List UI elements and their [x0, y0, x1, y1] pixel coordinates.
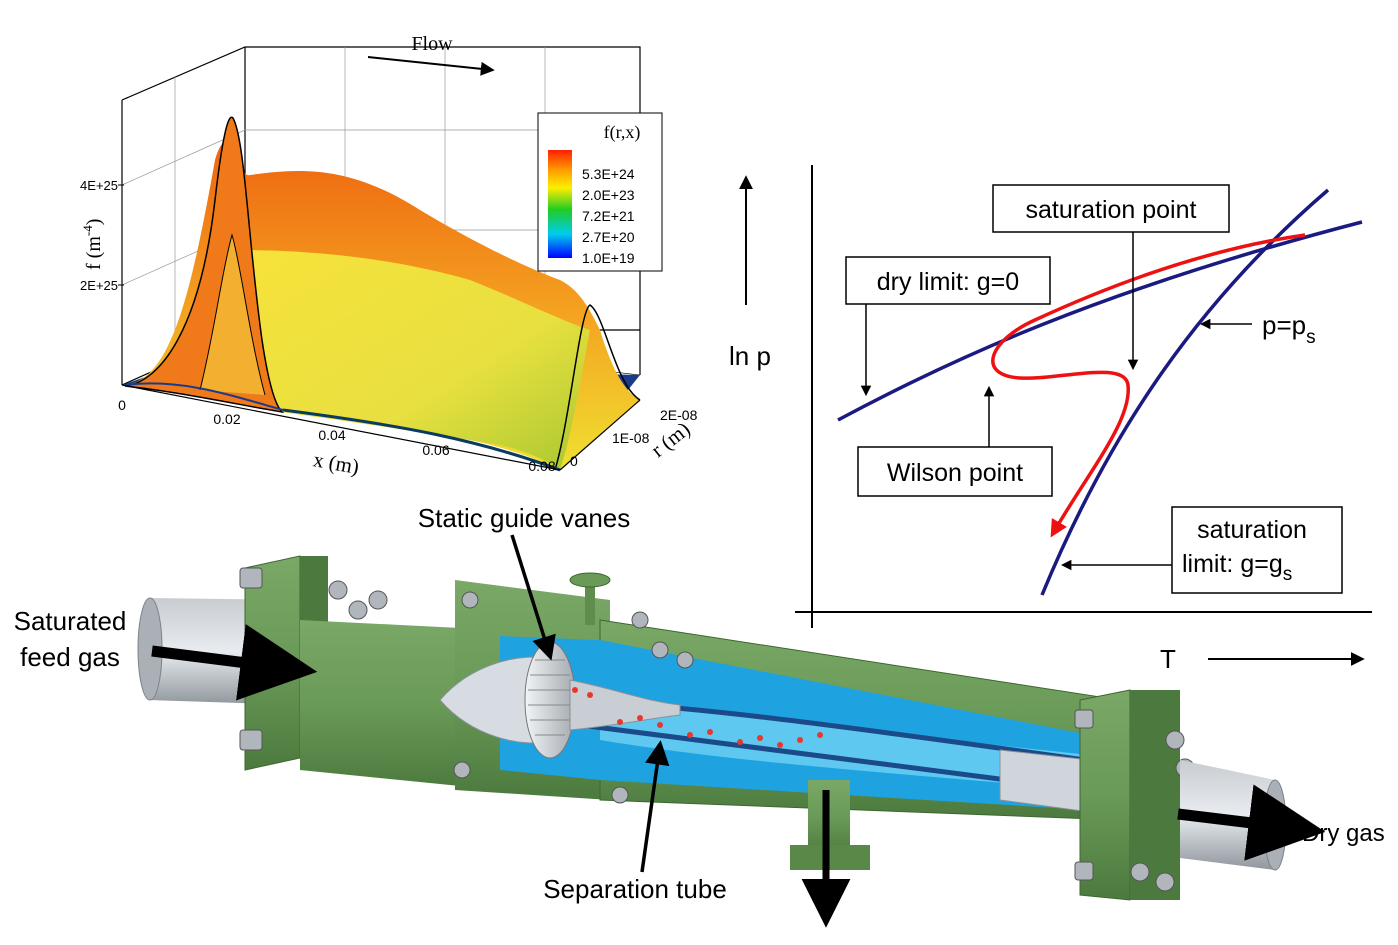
z-tick-2e25: 2E+25: [80, 278, 118, 293]
surface-right-edge: [554, 304, 641, 471]
dry-limit-label: dry limit: g=0: [877, 268, 1019, 296]
wilson-point-label: Wilson point: [887, 459, 1023, 487]
legend-title: f(r,x): [604, 122, 641, 143]
static-guide-vanes-label: Static guide vanes: [418, 503, 630, 533]
surface-legend: f(r,x) 5.3E+24 2.0E+23 7.2E+21 2.7E+20 1…: [537, 112, 663, 272]
wilson-point-box: [857, 446, 1053, 497]
feed-gas-label-line2: feed gas: [20, 642, 120, 672]
drain-flange: [790, 845, 870, 870]
x-tick-0: 0: [118, 397, 126, 413]
surface-plot: Flow 4E+25 2E+25 f (m-4) 0 0.02 0.04 0.0…: [80, 33, 698, 479]
dry-limit-box: [845, 256, 1051, 305]
surface-base-edge: [124, 382, 284, 411]
legend-value-2: 2.0E+23: [582, 187, 635, 203]
guide-vanes-wheel: [524, 641, 576, 759]
feed-gas-label-line1: Saturated: [14, 606, 127, 636]
cutaway-light-band: [600, 700, 1090, 790]
z-tick-4e25: 4E+25: [80, 178, 118, 193]
surface-front-edge: [282, 408, 561, 472]
inlet-bolts: [239, 567, 388, 758]
saturation-limit-line2: limit: g=gs: [1182, 550, 1292, 585]
static-guide-vanes-arrow: [510, 534, 556, 661]
legend-value-5: 1.0E+19: [582, 250, 635, 266]
r-tick-1e08: 1E-08: [612, 430, 650, 446]
r-tick-0: 0: [570, 453, 578, 469]
inlet-arrow: [151, 624, 318, 701]
legend-value-1: 5.3E+24: [582, 166, 635, 182]
saturation-curve: [1040, 188, 1330, 596]
flow-arrow: [367, 56, 495, 76]
separation-tube-label: Separation tube: [543, 874, 727, 904]
saturation-limit-line1: saturation: [1197, 516, 1307, 544]
pressure-gauge: [569, 572, 611, 625]
outlet-arrow: [1177, 784, 1326, 861]
separation-tube-arrow: [640, 740, 670, 873]
separation-tube-wall-lower: [579, 722, 1086, 793]
x-axis-label: x (m): [311, 447, 361, 479]
saturation-limit-box: [1171, 506, 1343, 594]
surface-peak-inner: [199, 233, 266, 396]
x-tick-008: 0.08: [528, 458, 555, 474]
separator-illustration: Static guide vanes Saturated feed gas Se…: [14, 503, 1385, 928]
saturation-point-label: saturation point: [1026, 196, 1197, 224]
r-tick-2e08: 2E-08: [660, 407, 698, 423]
x-tick-002: 0.02: [213, 411, 240, 427]
vane-hub-stem: [569, 679, 681, 731]
x-tick-006: 0.06: [422, 442, 449, 458]
r-axis-label: r (m): [646, 417, 694, 462]
flow-label: Flow: [411, 33, 453, 55]
saturation-point-box: [992, 184, 1230, 233]
legend-colorbar: [548, 150, 572, 258]
z-axis-label: f (m-4): [80, 219, 105, 270]
dry-gas-label: Dry gas: [1302, 820, 1385, 847]
middle-bolts: [453, 591, 694, 804]
dry-limit-curve: [837, 220, 1363, 422]
t-label: T: [1160, 644, 1176, 674]
legend-value-3: 7.2E+21: [582, 208, 635, 224]
expansion-path: [991, 233, 1306, 538]
ln-p-label: ln p: [729, 341, 771, 371]
legend-value-4: 2.7E+20: [582, 229, 635, 245]
x-tick-004: 0.04: [318, 427, 345, 443]
body-inlet-section: [300, 620, 500, 790]
p-ps-label: p=ps: [1262, 310, 1316, 348]
phase-diagram: ln p T saturation point dry limit: g=0 W…: [729, 165, 1372, 674]
